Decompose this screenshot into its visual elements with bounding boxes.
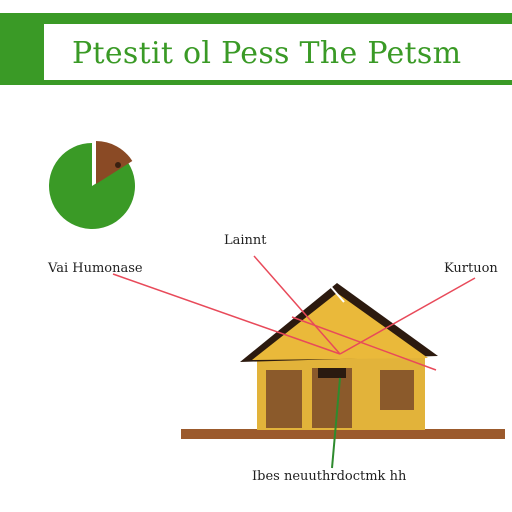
pie-dot bbox=[115, 162, 121, 168]
callout-line-bottom bbox=[331, 377, 341, 469]
pie-chart bbox=[49, 141, 136, 229]
label-bottom: Ibes neuuthrdoctmk hh bbox=[252, 469, 407, 484]
callout-line-top bbox=[253, 255, 341, 355]
label-top: Lainnt bbox=[224, 233, 267, 248]
callout-line-left bbox=[112, 273, 341, 355]
callout-lines bbox=[112, 255, 476, 371]
label-left: Vai Humonase bbox=[48, 261, 143, 276]
banner-panel bbox=[44, 24, 512, 80]
callout-line-roof bbox=[291, 316, 437, 371]
pie-slice-green bbox=[49, 143, 136, 229]
pie-slice-brown bbox=[96, 141, 133, 184]
house bbox=[240, 283, 438, 430]
left-door bbox=[266, 370, 302, 428]
callout-line-right bbox=[339, 277, 476, 355]
house-roof bbox=[252, 293, 428, 360]
label-right: Kurtuon bbox=[444, 261, 498, 276]
door-lintel bbox=[318, 368, 346, 378]
house-window bbox=[380, 370, 414, 410]
page-title: Ptestit ol Pess The Petsm bbox=[72, 36, 462, 71]
ground-bar bbox=[181, 429, 505, 439]
title-banner: Ptestit ol Pess The Petsm bbox=[0, 0, 512, 86]
roof-highlight bbox=[330, 286, 345, 303]
